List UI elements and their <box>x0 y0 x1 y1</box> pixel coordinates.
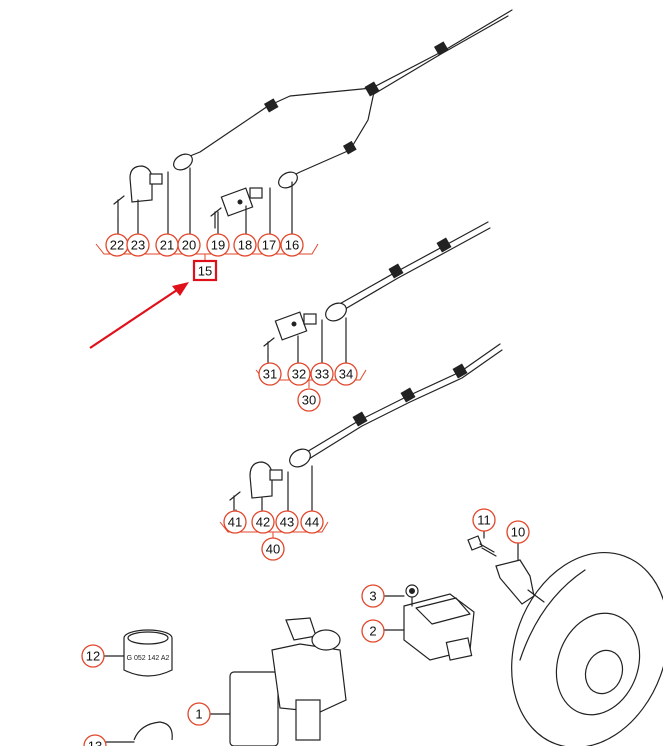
svg-text:33: 33 <box>315 367 329 382</box>
svg-text:3: 3 <box>369 589 376 604</box>
svg-text:19: 19 <box>211 238 225 253</box>
svg-text:41: 41 <box>228 515 242 530</box>
pointer-arrow-icon <box>89 282 189 349</box>
ring-part-12: G 052 142 A2 <box>103 629 173 677</box>
highlighted-callout-label: 15 <box>198 264 212 279</box>
svg-text:1: 1 <box>195 707 202 722</box>
svg-text:10: 10 <box>511 525 525 540</box>
svg-text:44: 44 <box>305 515 319 530</box>
svg-text:20: 20 <box>182 238 196 253</box>
callout-16[interactable]: 16 <box>280 233 304 257</box>
callout-21[interactable]: 21 <box>155 233 179 257</box>
control-unit-2 <box>383 584 475 661</box>
callout-43[interactable]: 43 <box>275 510 299 534</box>
callout-33[interactable]: 33 <box>310 362 334 386</box>
callout-32[interactable]: 32 <box>287 362 311 386</box>
callout-11[interactable]: 11 <box>472 508 496 532</box>
svg-text:31: 31 <box>263 367 277 382</box>
callout-12[interactable]: 12 <box>81 644 105 668</box>
sensor-harness-30 <box>255 221 491 388</box>
callout-44[interactable]: 44 <box>300 510 324 534</box>
svg-text:42: 42 <box>256 515 270 530</box>
callout-18[interactable]: 18 <box>233 233 257 257</box>
callout-10[interactable]: 10 <box>506 520 530 544</box>
svg-text:34: 34 <box>339 367 353 382</box>
callout-40[interactable]: 40 <box>261 537 285 561</box>
svg-text:30: 30 <box>302 393 316 408</box>
callout-22[interactable]: 22 <box>105 233 129 257</box>
part-13 <box>103 721 173 743</box>
svg-text:12: 12 <box>86 649 100 664</box>
callout-30[interactable]: 30 <box>297 388 321 412</box>
svg-text:22: 22 <box>110 238 124 253</box>
svg-text:11: 11 <box>477 513 491 528</box>
callout-3[interactable]: 3 <box>361 584 385 608</box>
callout-31[interactable]: 31 <box>258 362 282 386</box>
svg-text:21: 21 <box>160 238 174 253</box>
callout-42[interactable]: 42 <box>251 510 275 534</box>
actuator-1 <box>209 617 347 746</box>
callout-20[interactable]: 20 <box>177 233 201 257</box>
callout-41[interactable]: 41 <box>223 510 247 534</box>
callout-1[interactable]: 1 <box>187 702 211 726</box>
svg-text:13: 13 <box>88 739 102 746</box>
svg-text:2: 2 <box>369 624 376 639</box>
callout-19[interactable]: 19 <box>206 233 230 257</box>
svg-text:17: 17 <box>262 238 276 253</box>
svg-text:32: 32 <box>292 367 306 382</box>
callout-34[interactable]: 34 <box>334 362 358 386</box>
callout-2[interactable]: 2 <box>361 619 385 643</box>
svg-text:40: 40 <box>266 542 280 557</box>
ring-part-text: G 052 142 A2 <box>127 655 170 662</box>
brake-disc-assembly <box>467 527 663 746</box>
svg-text:23: 23 <box>131 238 145 253</box>
callout-23[interactable]: 23 <box>126 233 150 257</box>
callout-13[interactable]: 13 <box>83 734 107 746</box>
highlighted-callout-15[interactable]: 15 <box>192 259 218 282</box>
svg-text:43: 43 <box>280 515 294 530</box>
svg-text:16: 16 <box>285 238 299 253</box>
sensor-harness-15 <box>95 9 513 262</box>
callout-17[interactable]: 17 <box>257 233 281 257</box>
callouts: 22 23 21 20 19 18 17 16 31 32 33 34 30 4… <box>81 233 530 746</box>
svg-text:18: 18 <box>238 238 252 253</box>
